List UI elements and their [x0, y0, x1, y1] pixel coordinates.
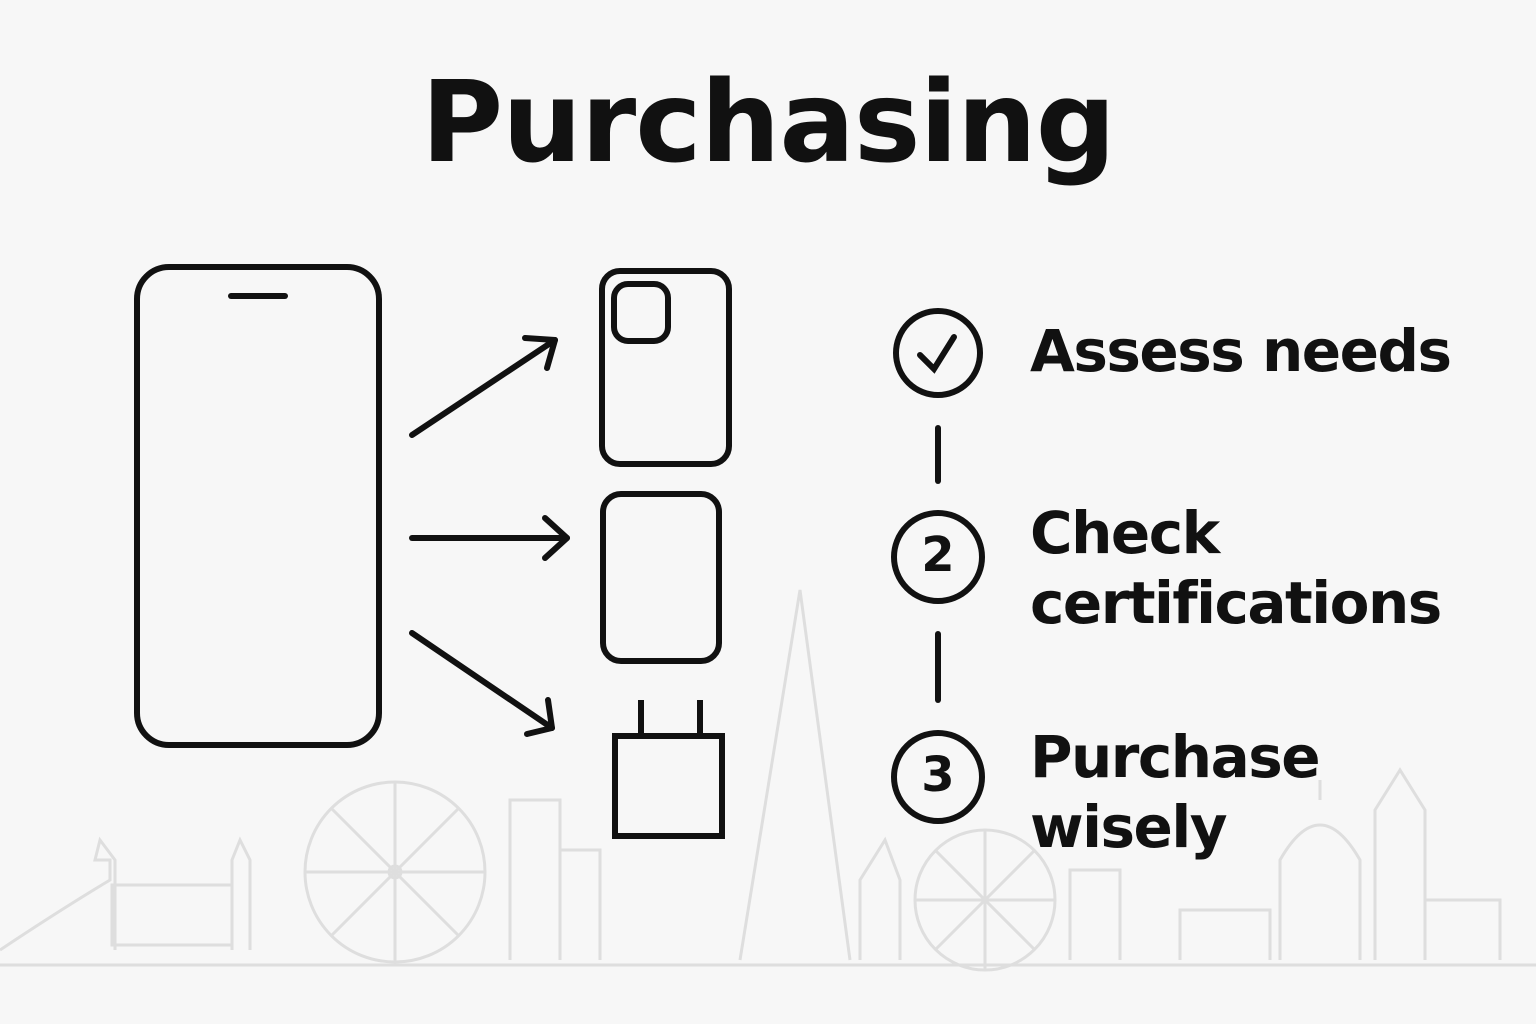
step-3-circle — [891, 730, 985, 824]
charger-icon — [612, 700, 725, 839]
step-1-circle — [893, 308, 983, 398]
step-2-label: Check certifications — [1030, 498, 1442, 638]
step-1-label: Assess needs — [1030, 316, 1452, 386]
page-title: Purchasing — [421, 58, 1116, 188]
step-2-line-2: certifications — [1030, 569, 1442, 637]
step-1-line-1: Assess needs — [1030, 317, 1452, 385]
skyline-watermark — [0, 589, 1536, 972]
step-3-line-2: wisely — [1030, 793, 1228, 861]
step-3-number: 3 — [921, 747, 955, 803]
step-2-number: 2 — [921, 527, 955, 583]
smartphone-icon — [134, 264, 382, 748]
phone-case-icon — [599, 268, 732, 467]
power-bank-icon — [600, 491, 722, 664]
check-icon — [917, 334, 957, 374]
steps-timeline — [891, 308, 985, 824]
arrow-up-right-icon — [409, 335, 558, 438]
step-3-label: Purchase wisely — [1030, 722, 1321, 862]
arrows — [409, 335, 570, 737]
step-3-line-1: Purchase — [1030, 723, 1321, 791]
arrow-right-icon — [409, 515, 570, 561]
step-2-circle — [891, 510, 985, 604]
arrow-down-right-icon — [409, 630, 555, 737]
step-2-line-1: Check — [1030, 499, 1220, 567]
